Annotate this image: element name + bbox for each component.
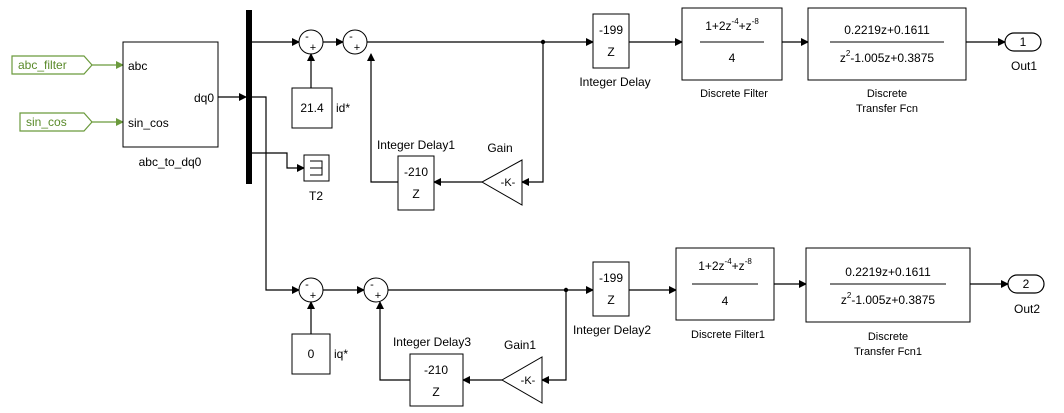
transfer-fcn-ch2[interactable]: 0.2219z+0.1611 z2-1.005z+0.3875 — [805, 247, 971, 323]
inport-abc-filter[interactable]: abc_filter — [11, 55, 93, 75]
wire-to-scope — [252, 152, 305, 172]
inport-abc-filter-label: abc_filter — [18, 58, 67, 72]
inport-sin-cos[interactable]: sin_cos — [19, 112, 93, 132]
constant-id-ref[interactable]: 21.4 — [291, 87, 333, 129]
sum2-ch2-sign-a: - — [370, 279, 374, 291]
abc-to-dq0-name: abc_to_dq0 — [139, 155, 202, 169]
outport-2-number: 2 — [1023, 277, 1030, 291]
port-dq0-label: dq0 — [194, 91, 214, 105]
wire-delay3-sum2 — [376, 301, 410, 381]
wire-feedback-gain-ch2 — [541, 290, 567, 384]
gain-ch1-value: -K- — [501, 177, 516, 189]
constant-id-name: id* — [336, 101, 350, 115]
outport-1-number: 1 — [1020, 35, 1027, 49]
constant-id-value: 21.4 — [300, 101, 324, 115]
integer-delay-ch2-name: Integer Delay2 — [573, 323, 651, 337]
discrete-filter-ch2-name: Discrete Filter1 — [691, 329, 765, 341]
integer-delay1-value: -210 — [404, 165, 428, 179]
demux-bar[interactable] — [246, 10, 252, 184]
wire-feedback-gain — [521, 42, 544, 186]
transfer-fcn-ch1-den: z2-1.005z+0.3875 — [840, 49, 935, 65]
port-abc-label: abc — [128, 59, 147, 73]
channel2: - + 0 iq* - + -199 Z Integer Delay2 1+2z… — [291, 247, 1045, 407]
integer-delay3-value: -210 — [424, 363, 448, 377]
discrete-filter-ch1-num: 1+2z-4+z-8 — [705, 17, 759, 33]
transfer-fcn-ch2-num: 0.2219z+0.1611 — [845, 265, 931, 279]
gain-ch1-name: Gain — [487, 141, 512, 155]
integer-delay1-ch1[interactable]: -210 Z — [397, 155, 435, 211]
sum1-ch1-sign-a: - — [305, 31, 309, 43]
wire-delay1-sum2 — [367, 53, 398, 183]
scope-t2[interactable] — [303, 154, 330, 182]
sum2-ch1-sign-b: + — [354, 42, 360, 54]
integer-delay3-z: Z — [432, 385, 439, 399]
transfer-fcn-ch1-name2: Transfer Fcn — [856, 103, 918, 115]
integer-delay-ch2[interactable]: -199 Z — [592, 261, 630, 317]
sum1-ch2-sign-a: - — [305, 279, 309, 291]
sum2-ch2-sign-b: + — [375, 290, 381, 302]
gain-ch2-value: -K- — [521, 375, 536, 387]
integer-delay-ch1-z: Z — [607, 45, 614, 59]
outport-1[interactable]: 1 — [1004, 32, 1042, 52]
outport-2[interactable]: 2 — [1007, 274, 1045, 294]
integer-delay1-name: Integer Delay1 — [377, 138, 455, 152]
discrete-filter-ch2-den: 4 — [722, 294, 729, 308]
transfer-fcn-ch2-den: z2-1.005z+0.3875 — [841, 291, 936, 307]
transfer-fcn-ch2-name1: Discrete — [868, 331, 908, 343]
transfer-fcn-ch1-name1: Discrete — [867, 88, 907, 100]
constant-iq-value: 0 — [308, 347, 315, 361]
wire-q-axis — [252, 96, 300, 294]
discrete-filter-ch1-name: Discrete Filter — [700, 88, 768, 100]
transfer-fcn-ch1[interactable]: 0.2219z+0.1611 z2-1.005z+0.3875 — [807, 7, 967, 81]
constant-iq-ref[interactable]: 0 — [291, 333, 331, 375]
sum1-ch2[interactable]: - + — [298, 277, 324, 303]
sum1-ch1-sign-b: + — [310, 42, 316, 54]
inport-sin-cos-label: sin_cos — [26, 115, 67, 129]
sum2-ch2[interactable]: - + — [363, 277, 389, 303]
discrete-filter-ch1[interactable]: 1+2z-4+z-8 4 — [681, 7, 783, 81]
constant-iq-name: iq* — [334, 347, 348, 361]
gain-ch2[interactable]: -K- — [500, 356, 543, 404]
discrete-filter-ch2[interactable]: 1+2z-4+z-8 4 — [675, 247, 775, 321]
integer-delay-ch2-z: Z — [607, 293, 614, 307]
integer-delay3-name: Integer Delay3 — [393, 335, 471, 349]
port-sincos-label: sin_cos — [128, 116, 169, 130]
integer-delay-ch1[interactable]: -199 Z — [592, 13, 630, 69]
sum1-ch2-sign-b: + — [310, 290, 316, 302]
integer-delay1-z: Z — [412, 187, 419, 201]
sum2-ch1[interactable]: - + — [342, 29, 368, 55]
integer-delay-ch1-value: -199 — [599, 23, 623, 37]
abc-to-dq0-block[interactable]: abc sin_cos dq0 — [122, 41, 219, 148]
transfer-fcn-ch2-name2: Transfer Fcn1 — [854, 346, 922, 358]
integer-delay-ch1-name: Integer Delay — [579, 75, 650, 89]
transfer-fcn-ch1-num: 0.2219z+0.1611 — [844, 23, 930, 37]
discrete-filter-ch1-den: 4 — [729, 51, 736, 65]
outport-1-name: Out1 — [1011, 59, 1037, 73]
gain-ch1[interactable]: -K- — [480, 159, 523, 206]
outport-2-name: Out2 — [1014, 302, 1040, 316]
channel1: - + 21.4 id* - + -199 Z Integer Delay — [291, 7, 1042, 211]
discrete-filter-ch2-num: 1+2z-4+z-8 — [698, 257, 752, 273]
sum2-ch1-sign-a: - — [349, 31, 353, 43]
integer-delay-ch2-value: -199 — [599, 271, 623, 285]
gain-ch2-name: Gain1 — [504, 338, 536, 352]
sum1-ch1[interactable]: - + — [298, 29, 324, 55]
integer-delay3-ch2[interactable]: -210 Z — [409, 353, 464, 407]
scope-t2-name: T2 — [309, 189, 323, 203]
